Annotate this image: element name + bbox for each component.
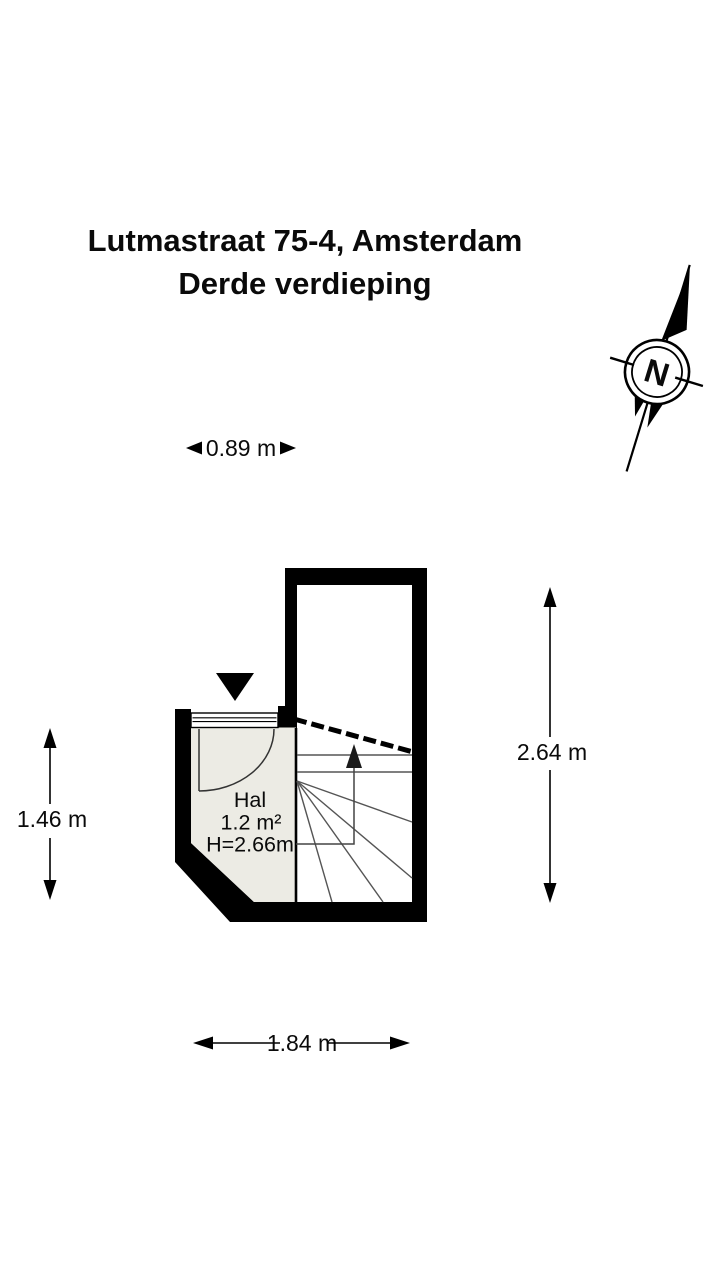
compass-needle-icon <box>661 268 690 341</box>
window-frame <box>190 712 279 729</box>
door-swing <box>198 728 275 792</box>
room-area-label: 1.2 m² <box>221 811 282 835</box>
walk-line-path <box>296 766 355 845</box>
dim-right-height-label: 2.64 m <box>517 739 587 765</box>
page-title: Lutmastraat 75-4, Amsterdam Derde verdie… <box>5 219 605 305</box>
walk-line-up-arrow-icon <box>346 744 362 768</box>
compass-tail-fin-right <box>647 400 665 428</box>
door-arc <box>198 728 275 792</box>
dimension-left-height: 1.46 m <box>17 728 87 900</box>
room-label-block: Hal 1.2 m² H=2.66m <box>206 788 294 857</box>
north-compass: N <box>609 264 704 472</box>
hall-floor <box>191 727 296 902</box>
title-address: Lutmastraat 75-4, Amsterdam <box>87 223 523 258</box>
stair-winder <box>296 780 384 903</box>
entrance-window <box>190 712 279 729</box>
stair-walk-line <box>296 744 362 845</box>
stair-headroom-line <box>293 716 414 755</box>
dim-arrow-down-icon <box>543 883 557 903</box>
dim-arrow-up-icon <box>543 587 557 607</box>
dim-arrow-left-icon <box>186 441 202 455</box>
dim-arrow-right-icon <box>390 1036 410 1050</box>
dim-left-height-label: 1.46 m <box>17 806 87 832</box>
dim-arrow-right-icon <box>280 441 296 455</box>
dimension-right-height: 2.64 m <box>517 587 587 903</box>
wall-hall-left <box>175 709 191 855</box>
wall-shaft-left <box>285 568 297 722</box>
dim-arrow-left-icon <box>193 1036 213 1050</box>
walls <box>175 568 427 922</box>
room-name-label: Hal <box>234 788 266 812</box>
compass-tick-east <box>674 376 704 388</box>
wall-right <box>412 568 427 922</box>
dimension-bottom-width: 1.84 m <box>193 1030 410 1056</box>
dim-bottom-width-label: 1.84 m <box>267 1030 337 1056</box>
compass-tick-west <box>609 356 635 367</box>
title-floor: Derde verdieping <box>178 266 432 301</box>
dim-top-width-label: 0.89 m <box>206 435 276 461</box>
entrance-arrow-icon <box>216 673 254 701</box>
room-height-label: H=2.66m <box>206 833 294 857</box>
wall-diagonal <box>175 843 254 922</box>
stair-winder <box>296 780 333 903</box>
dim-arrow-up-icon <box>43 728 57 748</box>
wall-shaft-top <box>285 568 427 585</box>
wall-bottom <box>230 902 427 922</box>
dimension-top-width: 0.89 m <box>186 435 296 461</box>
dim-arrow-down-icon <box>43 880 57 900</box>
wall-window-right-stub <box>278 706 297 730</box>
